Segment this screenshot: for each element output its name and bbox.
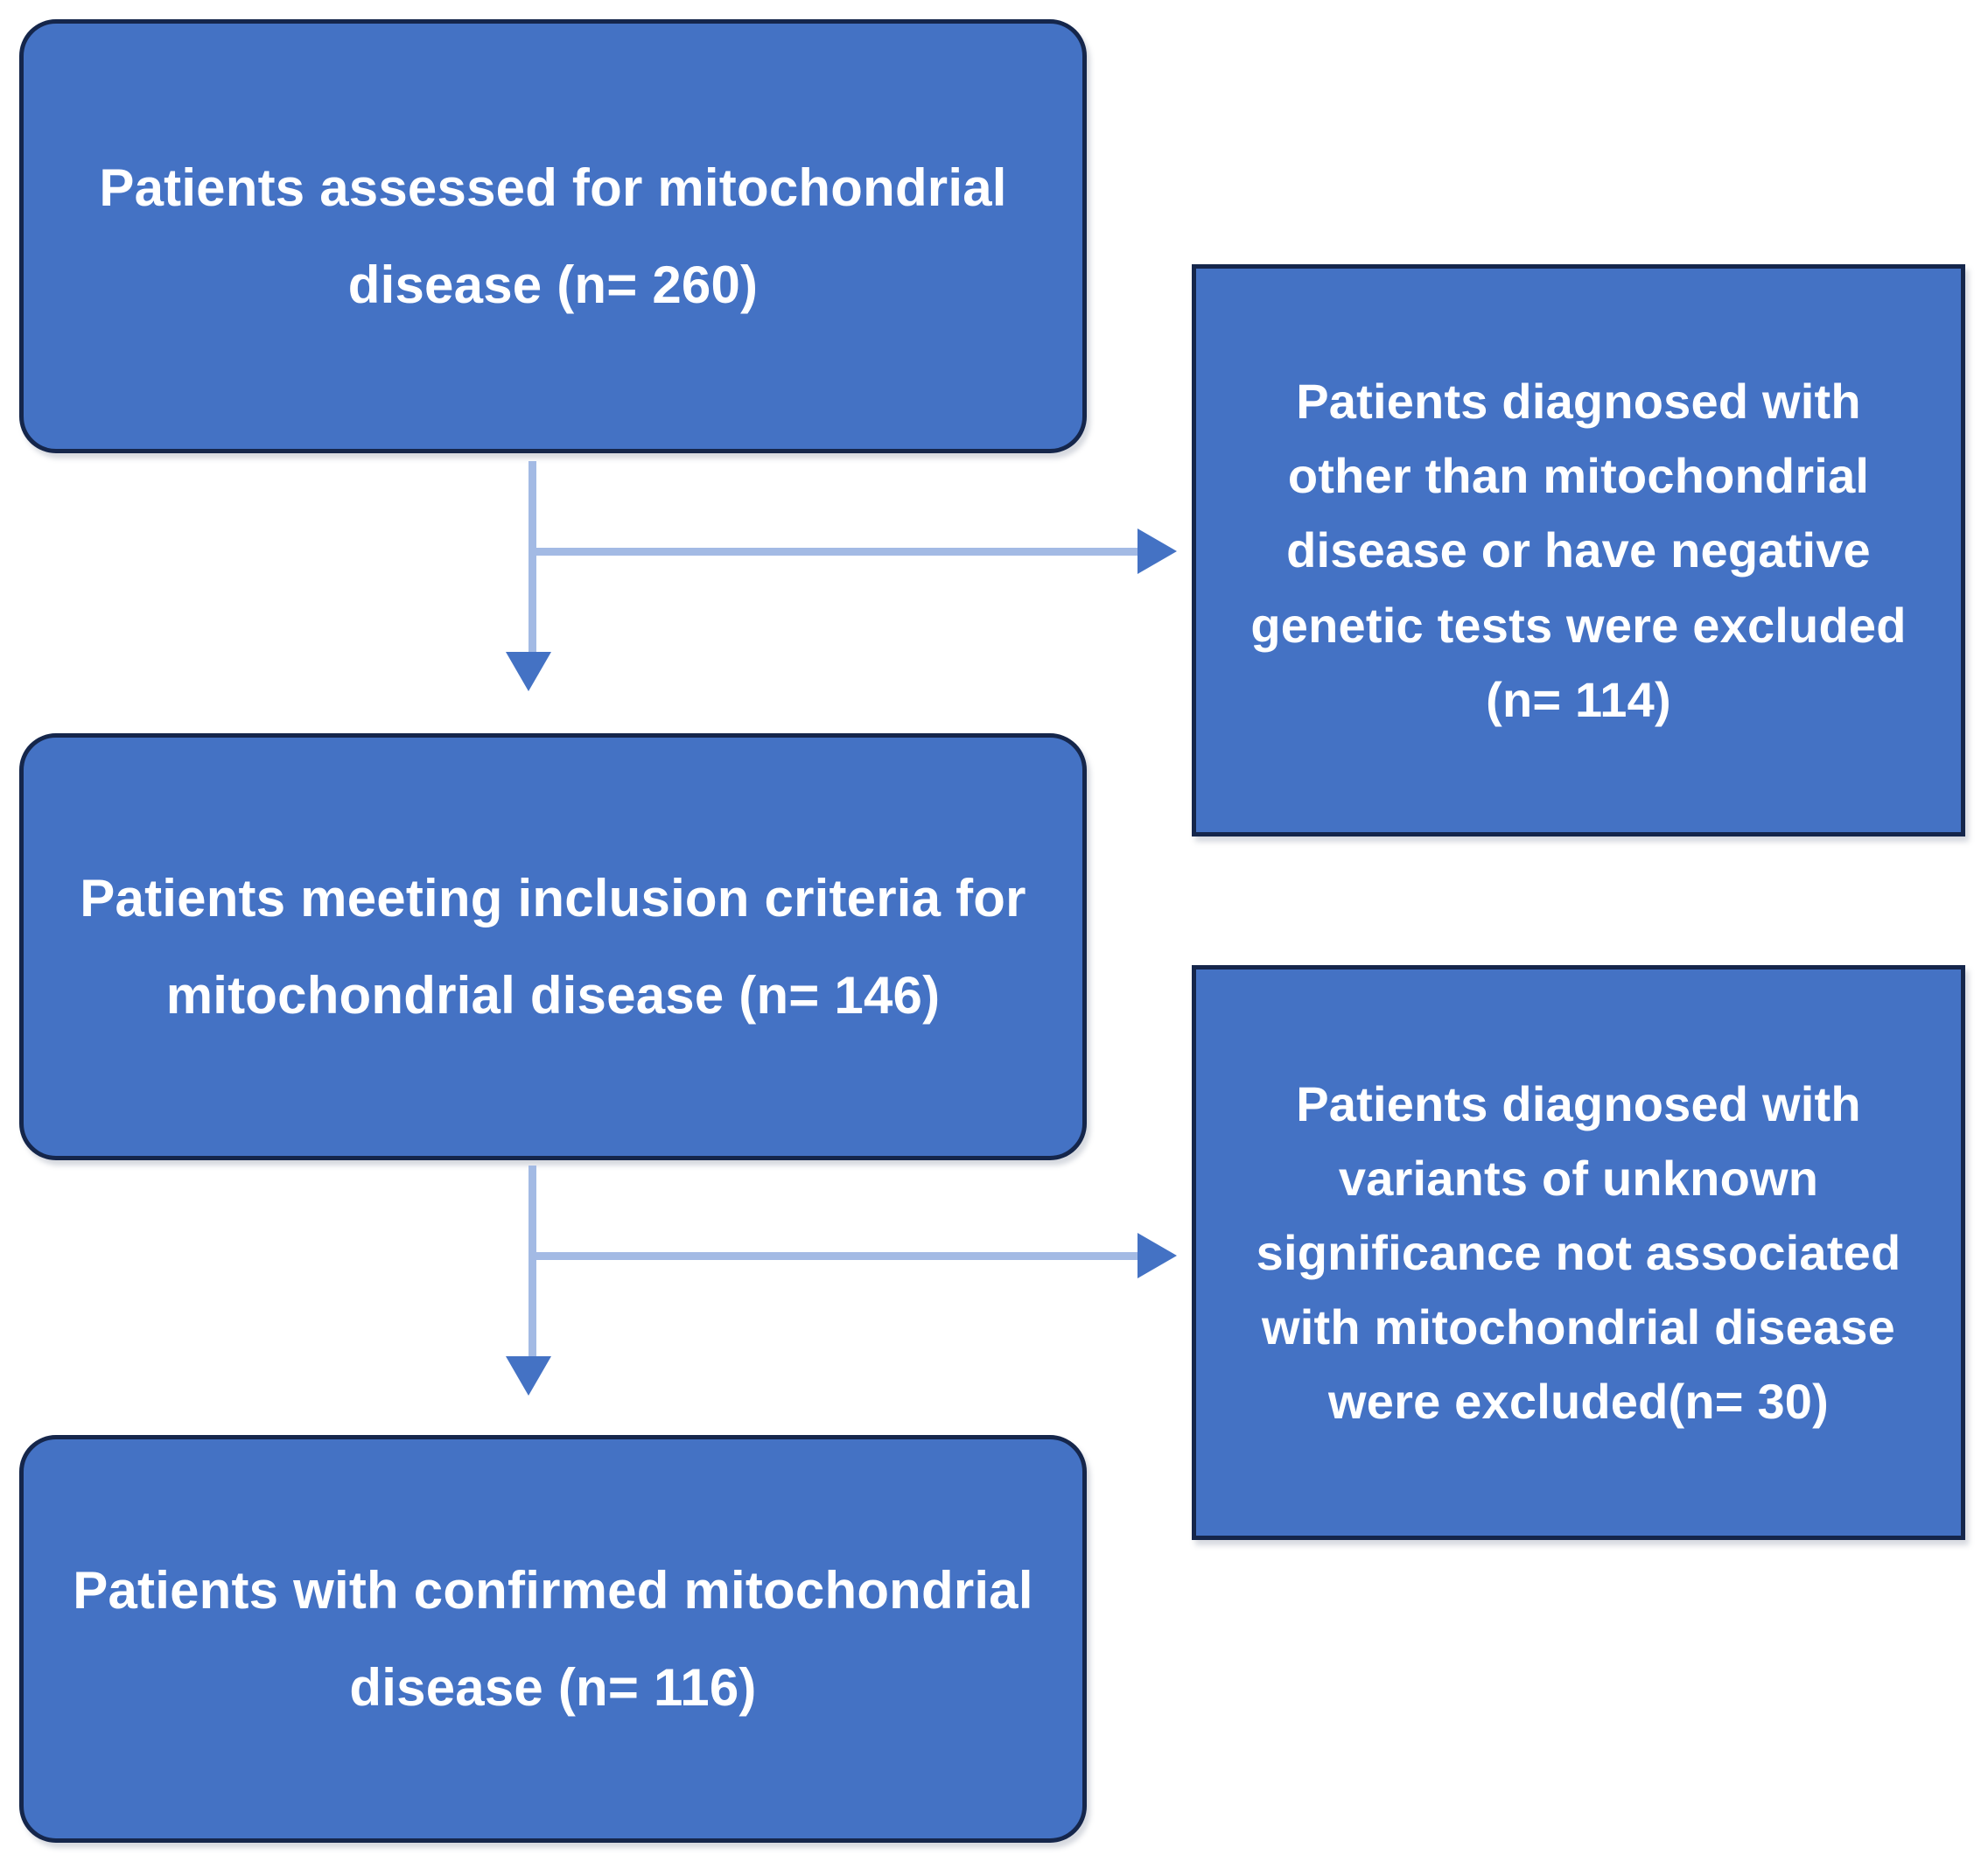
node-excluded-other-diagnosis: Patients diagnosed with other than mitoc… — [1192, 264, 1965, 836]
arrow-down-icon-1 — [506, 652, 551, 691]
connector-vertical-line-1 — [528, 461, 536, 659]
node-patients-meeting-inclusion-criteria: Patients meeting inclusion criteria for … — [19, 733, 1087, 1160]
node-excluded-variants-unknown-significance-label: Patients diagnosed with variants of unkn… — [1256, 1075, 1901, 1430]
node-patients-assessed-label: Patients assessed for mitochondrial dise… — [99, 158, 1007, 314]
arrow-down-icon-2 — [506, 1356, 551, 1396]
node-patients-confirmed-disease: Patients with confirmed mitochondrial di… — [19, 1435, 1087, 1843]
node-patients-confirmed-disease-label: Patients with confirmed mitochondrial di… — [73, 1561, 1033, 1717]
node-patients-meeting-inclusion-criteria-label: Patients meeting inclusion criteria for … — [80, 869, 1026, 1025]
node-excluded-other-diagnosis-label: Patients diagnosed with other than mitoc… — [1250, 374, 1907, 727]
node-excluded-variants-unknown-significance: Patients diagnosed with variants of unkn… — [1192, 965, 1965, 1540]
connector-horizontal-line-1 — [528, 548, 1143, 556]
arrow-right-icon-1 — [1138, 528, 1177, 574]
connector-horizontal-line-2 — [528, 1252, 1143, 1260]
node-patients-assessed: Patients assessed for mitochondrial dise… — [19, 19, 1087, 453]
arrow-right-icon-2 — [1138, 1233, 1177, 1278]
connector-vertical-line-2 — [528, 1166, 536, 1363]
